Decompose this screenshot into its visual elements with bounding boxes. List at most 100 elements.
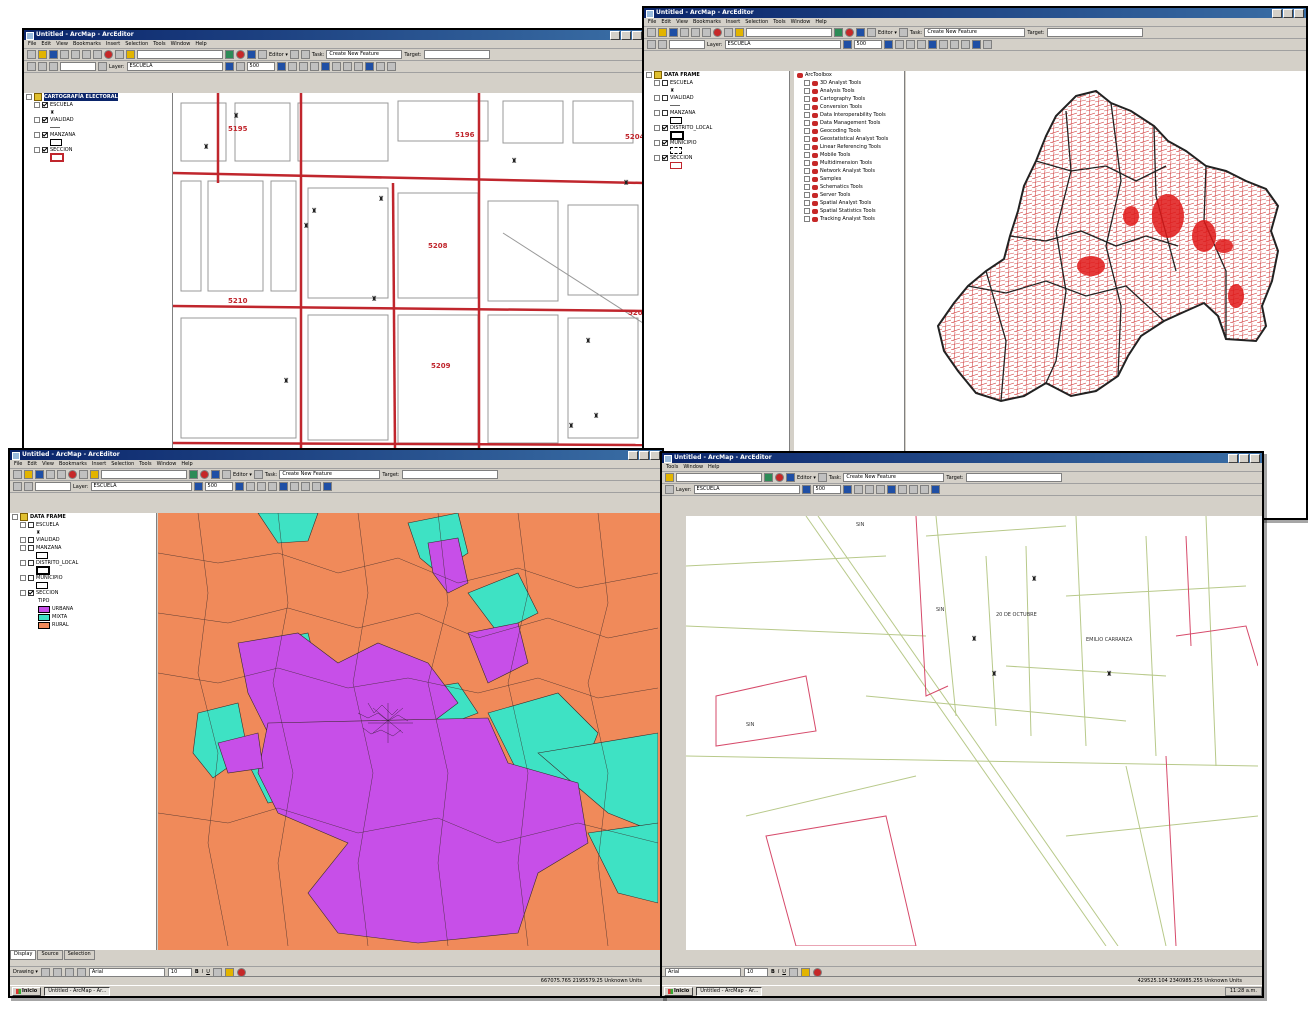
toolbox-item[interactable]: Linear Referencing Tools [794, 143, 904, 151]
toolbox-item[interactable]: Geostatistical Analyst Tools [794, 135, 904, 143]
close-button[interactable] [1294, 9, 1304, 18]
pan-icon[interactable] [875, 485, 885, 494]
undo-icon[interactable] [115, 50, 124, 59]
menu-window[interactable]: Window [790, 19, 811, 25]
scale-combo[interactable] [101, 470, 187, 479]
info-icon[interactable] [322, 482, 332, 491]
cut-icon[interactable] [57, 470, 66, 479]
scale-input[interactable]: 500 [246, 62, 275, 71]
expand-icon[interactable] [34, 132, 40, 138]
menu-bookmarks[interactable]: Bookmarks [58, 461, 87, 467]
toolbox-item[interactable]: Network Analyst Tools [794, 167, 904, 175]
toc-layer-distrito[interactable]: DISTRITO_LOCAL [10, 559, 156, 567]
scale-input[interactable]: 500 [853, 40, 882, 49]
task-combo[interactable]: Create New Feature [924, 28, 1026, 37]
arctoolbox-icon[interactable] [845, 28, 854, 37]
menu-tools[interactable]: Tools [139, 461, 152, 467]
toc-layer-vialidad[interactable]: VIALIDAD [10, 536, 156, 544]
toolbox-item[interactable]: Multidimension Tools [794, 159, 904, 167]
menu-file[interactable]: File [28, 41, 37, 47]
delete-icon[interactable] [68, 470, 77, 479]
window-titlebar[interactable]: Untitled - ArcMap - ArcEditor [662, 453, 1262, 463]
open-icon[interactable] [38, 50, 47, 59]
scale-combo[interactable] [676, 473, 762, 482]
label-tool-icon[interactable] [13, 482, 22, 491]
layer-checkbox[interactable] [662, 110, 668, 116]
whats-this-icon[interactable] [258, 50, 267, 59]
expand-icon[interactable] [804, 192, 810, 198]
zoom-in-icon[interactable] [853, 485, 863, 494]
delete-icon[interactable] [104, 50, 113, 59]
menu-edit[interactable]: Edit [27, 461, 38, 467]
toc-layer-escuela[interactable]: ESCUELA [24, 101, 172, 109]
editor-menu[interactable]: Editor ▾ [269, 51, 288, 58]
taskbar-item-arcmap[interactable]: Untitled - ArcMap - Ar... [696, 986, 763, 996]
layer-checkbox[interactable] [42, 117, 48, 123]
back-icon[interactable] [938, 40, 948, 49]
expand-icon[interactable] [804, 152, 810, 158]
bold-button[interactable]: B [771, 969, 775, 975]
toolbox-item[interactable]: Analysis Tools [794, 87, 904, 95]
toolbox-item[interactable]: Tracking Analyst Tools [794, 215, 904, 223]
snap-icon[interactable] [24, 482, 33, 491]
toc-root[interactable]: DATA FRAME [10, 513, 156, 521]
toc-layer-seccion[interactable]: SECCION [24, 146, 172, 154]
menu-file[interactable]: File [14, 461, 23, 467]
zoom-out-icon[interactable] [298, 62, 308, 71]
toolbox-item[interactable]: Data Management Tools [794, 119, 904, 127]
expand-icon[interactable] [804, 88, 810, 94]
print-preview-icon[interactable] [665, 485, 674, 494]
add-data-icon[interactable] [665, 473, 674, 482]
undo-icon[interactable] [724, 28, 733, 37]
print-icon[interactable] [60, 50, 69, 59]
map-view-roads[interactable]: 20 DE OCTUBRE EMILIO CARRANZA SIN SIN SI… [686, 516, 1262, 950]
layer-checkbox[interactable] [662, 125, 668, 131]
forward-icon[interactable] [300, 482, 310, 491]
toc-layer-seccion[interactable]: SECCION [644, 154, 789, 162]
new-icon[interactable] [27, 50, 36, 59]
edit-tool-icon[interactable] [817, 473, 827, 482]
zoom-out-icon[interactable] [864, 485, 874, 494]
layer-checkbox[interactable] [42, 132, 48, 138]
layer-checkbox[interactable] [662, 155, 668, 161]
toc-root[interactable]: DATA FRAME [644, 71, 789, 79]
label-tool-icon[interactable] [27, 62, 36, 71]
pan-icon[interactable] [916, 40, 926, 49]
toolbox-item[interactable]: Samples [794, 175, 904, 183]
toc-layer-manzana[interactable]: MANZANA [644, 109, 789, 117]
minimize-button[interactable] [1272, 9, 1282, 18]
find-icon[interactable] [375, 62, 385, 71]
toolbox-item[interactable]: 3D Analyst Tools [794, 79, 904, 87]
menu-selection[interactable]: Selection [125, 41, 149, 47]
toolbox-root[interactable]: ArcToolbox [794, 71, 904, 79]
tab-selection[interactable]: Selection [63, 950, 95, 960]
layer-combo[interactable]: ESCUELA [693, 485, 800, 494]
info-icon[interactable] [930, 485, 940, 494]
toc-layer-manzana[interactable]: MANZANA [24, 131, 172, 139]
collapse-icon[interactable] [12, 514, 18, 520]
drawing-menu[interactable]: Drawing ▾ [13, 969, 38, 975]
expand-icon[interactable] [20, 522, 26, 528]
menu-insert[interactable]: Insert [105, 41, 121, 47]
layer-combo[interactable]: ESCUELA [90, 482, 192, 491]
minimize-button[interactable] [628, 451, 638, 460]
pan-icon[interactable] [267, 482, 277, 491]
minimize-button[interactable] [610, 31, 620, 40]
expand-icon[interactable] [804, 176, 810, 182]
edit-tool-icon[interactable] [898, 28, 908, 37]
menu-tools[interactable]: Tools [773, 19, 786, 25]
menu-view[interactable]: View [56, 41, 68, 47]
collapse-icon[interactable] [26, 94, 32, 100]
layer-checkbox[interactable] [662, 80, 668, 86]
editor-menu[interactable]: Editor ▾ [233, 471, 252, 478]
edit-tool-icon[interactable] [253, 470, 263, 479]
back-icon[interactable] [897, 485, 907, 494]
toolbox-item[interactable]: Cartography Tools [794, 95, 904, 103]
arrow-icon[interactable] [235, 62, 245, 71]
editor-toolbar-icon[interactable] [189, 470, 198, 479]
scale-combo[interactable] [746, 28, 832, 37]
tab-source[interactable]: Source [37, 950, 63, 960]
editor-toolbar-icon[interactable] [764, 473, 773, 482]
undo-icon[interactable] [79, 470, 88, 479]
expand-icon[interactable] [804, 128, 810, 134]
